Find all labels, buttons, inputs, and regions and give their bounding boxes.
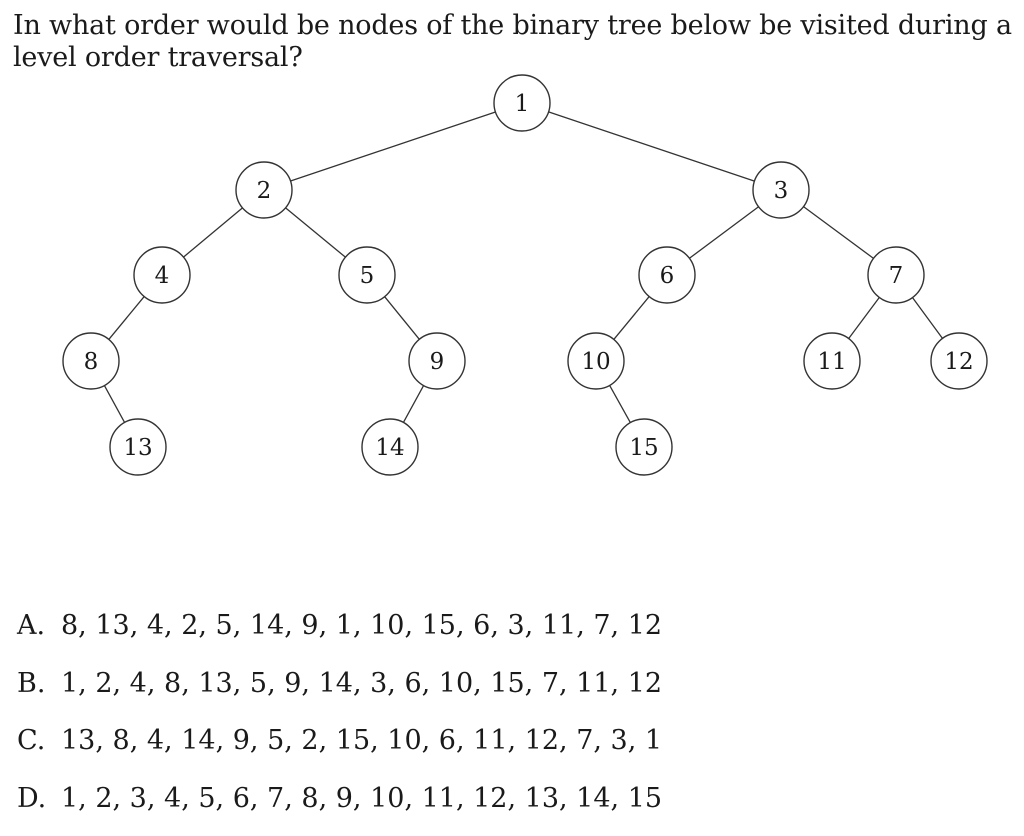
tree-edge-5-9 — [385, 297, 420, 340]
tree-edge-8-13 — [104, 386, 124, 423]
tree-edge-9-14 — [403, 386, 423, 423]
tree-edge-3-7 — [804, 207, 874, 259]
tree-node-9: 9 — [409, 333, 465, 389]
tree-node-label: 14 — [375, 435, 404, 461]
tree-node-label: 6 — [660, 263, 675, 289]
option-d-letter: D. — [17, 779, 61, 819]
tree-node-11: 11 — [804, 333, 860, 389]
tree-node-label: 11 — [817, 349, 846, 375]
option-d[interactable]: D.1, 2, 3, 4, 5, 6, 7, 8, 9, 10, 11, 12,… — [17, 779, 662, 836]
tree-node-label: 9 — [430, 349, 445, 375]
tree-edge-10-15 — [610, 385, 631, 422]
tree-node-label: 12 — [944, 349, 973, 375]
tree-edge-2-5 — [286, 208, 346, 257]
tree-edge-6-10 — [614, 297, 649, 340]
tree-node-15: 15 — [616, 419, 672, 475]
tree-node-5: 5 — [339, 247, 395, 303]
tree-edge-4-8 — [109, 297, 144, 340]
tree-edge-7-11 — [849, 297, 880, 338]
tree-node-3: 3 — [753, 162, 809, 218]
tree-node-label: 13 — [123, 435, 152, 461]
tree-node-label: 4 — [155, 263, 170, 289]
tree-node-label: 10 — [581, 349, 610, 375]
tree-node-6: 6 — [639, 247, 695, 303]
option-b-text: 1, 2, 4, 8, 13, 5, 9, 14, 3, 6, 10, 15, … — [61, 668, 662, 699]
option-c[interactable]: C.13, 8, 4, 14, 9, 5, 2, 15, 10, 6, 11, … — [17, 721, 662, 779]
tree-edge-7-12 — [913, 298, 943, 339]
option-b-letter: B. — [17, 664, 61, 704]
tree-node-1: 1 — [494, 75, 550, 131]
option-c-text: 13, 8, 4, 14, 9, 5, 2, 15, 10, 6, 11, 12… — [61, 725, 662, 756]
option-c-letter: C. — [17, 721, 61, 761]
tree-node-label: 8 — [84, 349, 99, 375]
option-d-text: 1, 2, 3, 4, 5, 6, 7, 8, 9, 10, 11, 12, 1… — [61, 783, 662, 814]
option-a-letter: A. — [17, 606, 61, 646]
option-a-text: 8, 13, 4, 2, 5, 14, 9, 1, 10, 15, 6, 3, … — [61, 610, 662, 641]
tree-edge-1-2 — [291, 112, 496, 181]
tree-node-label: 5 — [360, 263, 375, 289]
tree-edge-2-4 — [184, 208, 243, 257]
tree-node-13: 13 — [110, 419, 166, 475]
tree-node-label: 15 — [629, 435, 658, 461]
tree-node-label: 1 — [515, 91, 530, 117]
tree-node-2: 2 — [236, 162, 292, 218]
tree-node-4: 4 — [134, 247, 190, 303]
option-a[interactable]: A.8, 13, 4, 2, 5, 14, 9, 1, 10, 15, 6, 3… — [17, 606, 662, 664]
option-b[interactable]: B.1, 2, 4, 8, 13, 5, 9, 14, 3, 6, 10, 15… — [17, 664, 662, 722]
tree-node-12: 12 — [931, 333, 987, 389]
tree-node-label: 7 — [889, 263, 904, 289]
answer-options: A.8, 13, 4, 2, 5, 14, 9, 1, 10, 15, 6, 3… — [17, 606, 662, 836]
tree-node-14: 14 — [362, 419, 418, 475]
tree-node-7: 7 — [868, 247, 924, 303]
tree-edge-3-6 — [689, 207, 758, 259]
tree-edge-1-3 — [549, 112, 755, 181]
tree-node-8: 8 — [63, 333, 119, 389]
tree-node-10: 10 — [568, 333, 624, 389]
tree-node-label: 3 — [774, 178, 789, 204]
tree-node-label: 2 — [257, 178, 272, 204]
